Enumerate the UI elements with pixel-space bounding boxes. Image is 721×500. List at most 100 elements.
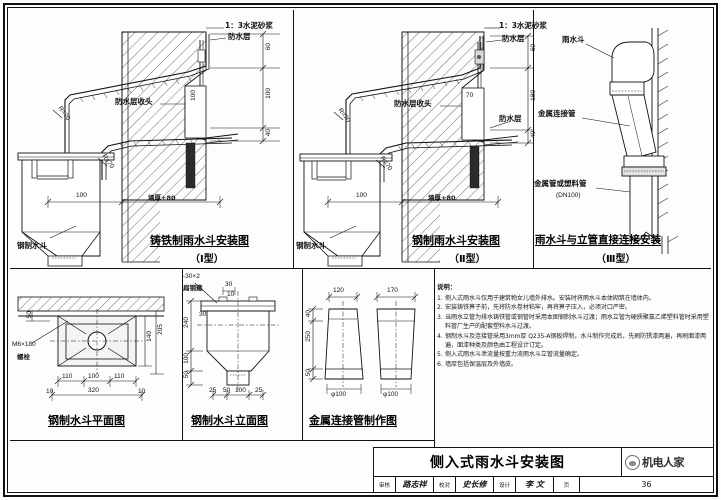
detail-1-drawing — [17, 27, 280, 267]
logo-text: 机电人家 — [642, 456, 685, 469]
signature-check: 史长修 — [456, 477, 494, 492]
detail-2-drawing — [299, 27, 533, 267]
dim-plan-v-right-part: 140 — [146, 331, 153, 342]
dim-plan-v-left: 50 — [26, 311, 33, 319]
dim-pipe-v2: 250 — [305, 331, 312, 342]
dim-pipe-w-right: 170 — [387, 287, 398, 294]
dim-plan-edge-r: 10 — [138, 388, 146, 395]
dim-elev-b3: 100 — [235, 387, 246, 394]
note-number: 4. — [437, 332, 443, 340]
role-label-review: 审核 — [374, 477, 396, 492]
detail-bucket-plan: M6×180 螺栓 50 140 205 110 100 110 10 320 … — [10, 269, 182, 440]
dim-v-bottom-1: 40 — [265, 129, 272, 137]
dim-plan-total: 320 — [88, 387, 99, 394]
title-block-signature-row: 审核 路志祥 校对 史长修 设计 李 文 页 36 — [374, 477, 713, 492]
dim-plan-h3: 110 — [114, 373, 125, 380]
divider-detail6-notes — [434, 268, 435, 493]
divider-detail2-detail3 — [533, 10, 534, 268]
label-bucket-1: 钢制水斗 — [17, 241, 47, 250]
dim-plan-h1: 110 — [62, 373, 73, 380]
note-text: 安装铸铁箅子前，先将防水卷材粘牢，再将箅子压入，必须对口严密。 — [445, 304, 631, 312]
note-text: 墙厚包括保温层及外墙皮。 — [445, 361, 517, 369]
watermark-logo: 机电人家 — [621, 448, 713, 476]
label-bucket-3: 雨水斗 — [562, 35, 585, 44]
sheet-main-title: 侧入式雨水斗安装图 — [430, 455, 565, 471]
dim-pipe-d-right: φ100 — [383, 391, 399, 398]
detail-5-drawing — [186, 282, 279, 400]
dim-elev-top-a: 30 — [225, 281, 233, 288]
label-waterproof-end-2: 防水层收头 — [394, 99, 432, 108]
role-label-check: 校对 — [434, 477, 456, 492]
note-number: 5. — [437, 351, 443, 359]
note-item: 2. 安装铸铁箅子前，先将防水卷材粘牢，再将箅子压入，必须对口严密。 — [437, 303, 713, 312]
dim-elev-b4: 25 — [255, 387, 263, 394]
dim-elev-plate2: 扁钢箍 — [183, 284, 203, 292]
dim-elev-b2: 50 — [223, 387, 231, 394]
dim-v-top-1: 60 — [265, 43, 272, 51]
label-waterproof-1: 防水层 — [228, 32, 251, 41]
label-metal-conn-3: 金属连接管 — [538, 109, 576, 118]
detail-bucket-elevation: -30×2 扁钢箍 30 10 240 100 50 25 50 100 25 … — [183, 269, 302, 440]
detail-connecting-pipe: 120 170 40 250 50 φ100 φ100 金属连接管制作图 — [303, 269, 434, 440]
note-item: 3. 当雨水立管为排水铸铁管或钢管时采用本图钢制水斗过渡；雨水立管为硬质聚氯乙烯… — [437, 313, 713, 331]
dim-plan-edge-l: 10 — [46, 388, 54, 395]
detail-2-title: 钢制雨水斗安装图 — [412, 234, 500, 247]
dim-pipe-v1: 40 — [305, 310, 312, 318]
dim-elev-side-small: 30 — [199, 311, 207, 318]
label-pipe-3: 金属管或塑料管 — [534, 179, 587, 188]
label-waterproof-2: 防水层 — [502, 34, 525, 43]
dim-h-right-1: 墙厚+80 — [148, 194, 176, 202]
page-label: 页 — [554, 477, 580, 492]
sheet-frame-outer — [3, 3, 718, 497]
label-bucket-2: 钢制水斗 — [296, 241, 326, 250]
note-number: 3. — [437, 313, 443, 321]
logo-mark-icon — [625, 454, 640, 470]
dim-pipe-v3: 50 — [305, 369, 312, 377]
divider-detail1-detail2 — [293, 10, 294, 268]
dim-h-left-2: 100 — [356, 192, 367, 199]
note-text: 侧入式雨水斗仅用于建筑物女儿墙外排水。安装时将雨水斗本体砌筑在墙体内。 — [445, 294, 655, 302]
detail-1-subtitle: （Ⅰ型） — [190, 254, 224, 265]
divider-above-titleblock — [10, 440, 434, 441]
dim-inner-box-1: 100 — [190, 90, 197, 101]
divider-detail5-detail6 — [302, 268, 303, 440]
signature-review: 路志祥 — [396, 477, 434, 492]
detail-3-title: 雨水斗与立管直接连接安装 — [535, 234, 661, 246]
dim-v-mid-1: 100 — [265, 88, 272, 99]
label-waterproof-2b: 防水层 — [499, 114, 522, 123]
divider-top-bottom — [10, 268, 711, 269]
note-text: 钢制水斗及连接管采用3mm厚 Q235-A钢板焊制，水斗制作完成后，先刷防锈漆两… — [445, 332, 707, 349]
detail-steel-bucket: 1：3水泥砂浆 防水层 防水层收头 防水层 钢制水斗 R=70 R=70 60 … — [294, 10, 547, 268]
label-waterproof-end-1: 防水层收头 — [115, 97, 153, 106]
detail-1-title: 铸铁制雨水斗安装图 — [150, 234, 249, 247]
detail-direct-riser: 雨水斗 金属连接管 金属管或塑料管 (DN100) 雨水斗与立管直接连接安装 （… — [534, 10, 711, 268]
role-label-design: 设计 — [494, 477, 516, 492]
notes-block: 说明： 1. 侧入式雨水斗仅用于建筑物女儿墙外排水。安装时将雨水斗本体砌筑在墙体… — [437, 283, 713, 370]
signature-design: 李 文 — [516, 477, 554, 492]
detail-cast-iron-bucket: 1：3水泥砂浆 防水层 防水层收头 钢制水斗 R=70 R=70 60 100 … — [10, 10, 293, 268]
note-text: 侧入式雨水斗泄流量按重力流雨水斗立管流量确定。 — [445, 351, 583, 359]
label-mortar-2: 1：3水泥砂浆 — [499, 21, 547, 30]
dim-pipe-d-left: φ100 — [331, 391, 347, 398]
page-number: 36 — [641, 480, 652, 489]
divider-detail4-detail5 — [182, 268, 183, 440]
detail-4-drawing — [17, 296, 165, 401]
dim-elev-plate: -30×2 — [183, 273, 200, 280]
dim-h-left-1: 100 — [76, 192, 87, 199]
detail-6-title: 金属连接管制作图 — [309, 414, 397, 427]
dim-elev-v-lower2: 50 — [183, 371, 190, 379]
dim-plan-bolt2: 螺栓 — [17, 353, 30, 361]
note-item: 4. 钢制水斗及连接管采用3mm厚 Q235-A钢板焊制，水斗制作完成后，先刷防… — [437, 332, 713, 350]
dim-elev-b1: 25 — [209, 387, 217, 394]
dim-inner-box-2: 70 — [466, 92, 474, 99]
dim-plan-v-right-total: 205 — [157, 324, 164, 335]
notes-heading: 说明： — [437, 283, 457, 291]
dim-elev-v-total: 240 — [183, 317, 190, 328]
dim-plan-bolt: M6×180 — [12, 341, 36, 348]
label-pipe-spec-3: (DN100) — [556, 192, 581, 199]
detail-2-subtitle: （Ⅱ型） — [449, 254, 486, 265]
note-number: 2. — [437, 304, 443, 312]
detail-6-drawing — [308, 292, 419, 394]
detail-5-title: 钢制水斗立面图 — [191, 414, 268, 427]
